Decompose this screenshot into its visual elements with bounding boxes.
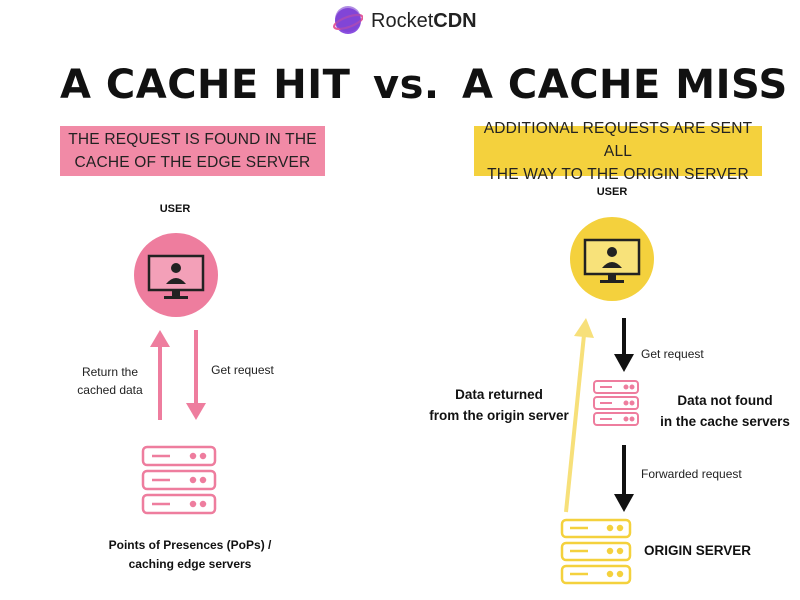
- hit-return-arrow: [150, 330, 170, 420]
- miss-get-request-label: Get request: [641, 347, 704, 361]
- miss-origin-server-icon: [560, 518, 632, 585]
- hit-user-computer-icon: [134, 233, 218, 317]
- hit-request-arrow: [186, 330, 206, 420]
- brand-logo: RocketCDN: [333, 6, 477, 36]
- hit-user-label: USER: [159, 203, 191, 215]
- miss-forwarded-arrow: [614, 445, 634, 512]
- hit-get-request-label: Get request: [211, 363, 274, 377]
- miss-cache-server-icon: [593, 380, 639, 426]
- headline-cache-miss: A CACHE MISS: [462, 62, 788, 108]
- miss-origin-server-label: ORIGIN SERVER: [644, 543, 752, 558]
- rocket-logo-icon: [333, 6, 363, 34]
- headline-cache-hit: A CACHE HIT: [60, 62, 351, 108]
- brand-name: RocketCDN: [371, 9, 477, 32]
- miss-user-label: USER: [596, 186, 628, 198]
- miss-forwarded-label: Forwarded request: [641, 467, 742, 481]
- hit-edge-server-icon: [141, 445, 217, 515]
- hit-pops-label: Points of Presences (PoPs) /caching edge…: [108, 538, 272, 571]
- headline-vs: vs.: [373, 62, 440, 108]
- miss-data-returned-arrow: [564, 318, 594, 513]
- miss-user-computer-icon: [570, 217, 654, 301]
- miss-get-request-arrow: [614, 318, 634, 372]
